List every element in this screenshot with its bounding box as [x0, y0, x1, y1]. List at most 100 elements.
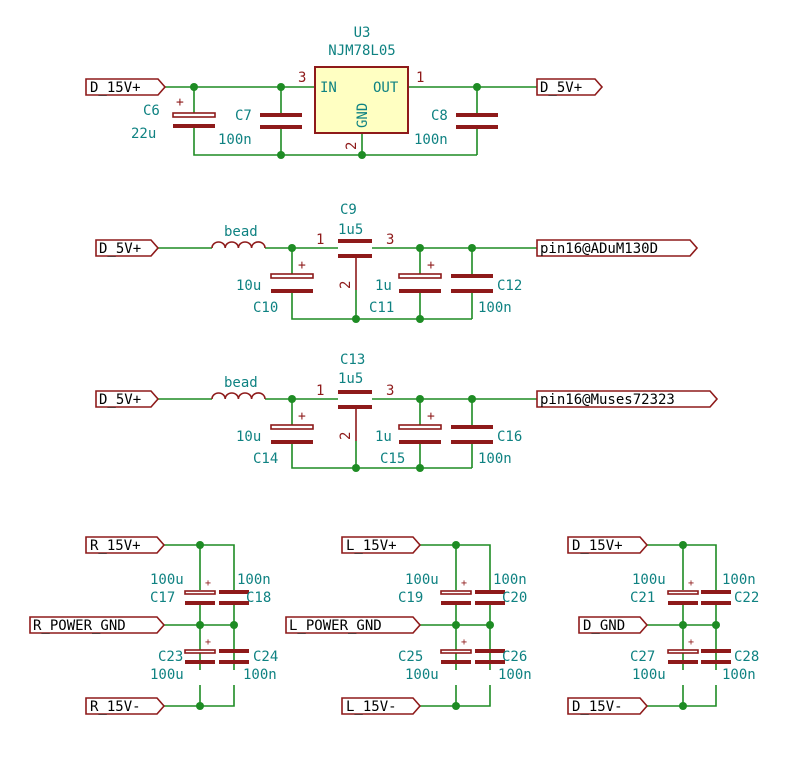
junction-dot	[358, 151, 366, 159]
c26-value: 100n	[498, 667, 532, 683]
wire	[420, 544, 491, 707]
junction-dot	[196, 621, 204, 629]
c11-value: 1u	[375, 278, 392, 294]
regulator-value: NJM78L05	[328, 43, 395, 59]
net-label-text: D_5V+	[99, 392, 141, 408]
junction-dot	[416, 464, 424, 472]
net-label-text: L_POWER_GND	[289, 618, 382, 634]
c8-value: 100n	[414, 132, 448, 148]
junction-dot	[416, 244, 424, 252]
net-label-text: L_15V+	[346, 538, 397, 554]
polarity-plus: +	[427, 409, 435, 424]
decoupling-r: R_15V+ R_POWER_GND R_15V- + 100u C17 100…	[29, 536, 278, 715]
filter-section-1: D_5V+ pin16@ADuM130D bead C9 1u5 1 3 2 +…	[95, 202, 699, 323]
junction-dot	[277, 151, 285, 159]
c23-ref: C23	[158, 649, 183, 665]
c12-value: 100n	[478, 300, 512, 316]
pin-number: 3	[386, 232, 394, 248]
net-label-d15v-minus	[567, 697, 649, 715]
c6-value: 22u	[131, 126, 156, 142]
c24-ref: C24	[253, 649, 278, 665]
pin-number: 3	[386, 383, 394, 399]
pin-number: 2	[338, 432, 354, 440]
decoupling-l: L_15V+ L_POWER_GND L_15V- + 100u C19 100…	[285, 536, 532, 715]
junction-dot	[288, 395, 296, 403]
c17-value: 100u	[150, 572, 184, 588]
c18-value: 100n	[237, 572, 271, 588]
c27-value: 100u	[632, 667, 666, 683]
junction-dot	[679, 702, 687, 710]
net-label-text: D_15V+	[90, 80, 141, 96]
net-label-r-power-gnd	[29, 616, 166, 634]
polarity-plus: +	[298, 409, 306, 424]
net-label-adum	[536, 239, 699, 257]
pin-number: 1	[316, 383, 324, 399]
net-label-text: pin16@ADuM130D	[540, 241, 658, 257]
c12-ref: C12	[497, 278, 522, 294]
c26-ref: C26	[502, 649, 527, 665]
regulator-ref: U3	[354, 25, 371, 41]
junction-dot	[712, 621, 720, 629]
pin-out-label: OUT	[373, 80, 399, 96]
c14-value: 10u	[236, 429, 261, 445]
wire	[291, 399, 473, 469]
bead-label: bead	[224, 375, 258, 391]
polarity-plus: +	[461, 578, 467, 589]
c7-ref: C7	[235, 108, 252, 124]
net-label-text: D_15V+	[572, 538, 623, 554]
junction-dot	[452, 702, 460, 710]
pin-in-number: 3	[298, 70, 306, 86]
junction-dot	[416, 315, 424, 323]
junction-dot	[468, 244, 476, 252]
junction-dot	[416, 395, 424, 403]
c14-ref: C14	[253, 451, 278, 467]
junction-dot	[352, 315, 360, 323]
net-label-d-gnd	[578, 616, 649, 634]
net-label-r15v-plus	[85, 536, 166, 554]
junction-dot	[190, 83, 198, 91]
net-label-d15v-plus	[567, 536, 649, 554]
net-label-text: D_15V-	[572, 699, 623, 715]
net-label-d5v-plus	[536, 78, 604, 96]
bead-inductor	[211, 392, 266, 400]
junction-dot	[679, 621, 687, 629]
junction-dot	[486, 621, 494, 629]
c16-value: 100n	[478, 451, 512, 467]
polarity-plus: +	[298, 258, 306, 273]
junction-dot	[288, 244, 296, 252]
c19-ref: C19	[398, 590, 423, 606]
polarity-plus: +	[176, 95, 184, 110]
capacitor-c10-plate	[270, 273, 314, 279]
net-label-d5v-plus	[95, 239, 160, 257]
capacitor-c14-plate	[270, 424, 314, 430]
pin-number: 2	[338, 281, 354, 289]
c20-value: 100n	[493, 572, 527, 588]
net-label-text: D_5V+	[540, 80, 582, 96]
c16-ref: C16	[497, 429, 522, 445]
wire	[291, 248, 473, 320]
c20-ref: C20	[502, 590, 527, 606]
decoupling-d: D_15V+ D_GND D_15V- + 100u C21 100n C22 …	[567, 536, 759, 715]
c23-value: 100u	[150, 667, 184, 683]
bead-label: bead	[224, 224, 258, 240]
capacitor-c6-plate	[172, 112, 216, 118]
c17-ref: C17	[150, 590, 175, 606]
capacitor-c21-plate	[667, 590, 699, 595]
c11-ref: C11	[369, 300, 394, 316]
c21-ref: C21	[630, 590, 655, 606]
net-label-text: D_5V+	[99, 241, 141, 257]
polarity-plus: +	[688, 637, 694, 648]
regulator-ic-body	[314, 66, 409, 134]
junction-dot	[452, 541, 460, 549]
polarity-plus: +	[205, 637, 211, 648]
c28-ref: C28	[734, 649, 759, 665]
net-label-r15v-minus	[85, 697, 166, 715]
net-label-l15v-minus	[341, 697, 422, 715]
net-label-text: pin16@Muses72323	[540, 392, 675, 408]
capacitor-c15-plate	[398, 424, 442, 430]
net-label-d15v-plus	[85, 78, 167, 96]
pin-in-label: IN	[320, 80, 337, 96]
junction-dot	[196, 541, 204, 549]
polarity-plus: +	[461, 637, 467, 648]
